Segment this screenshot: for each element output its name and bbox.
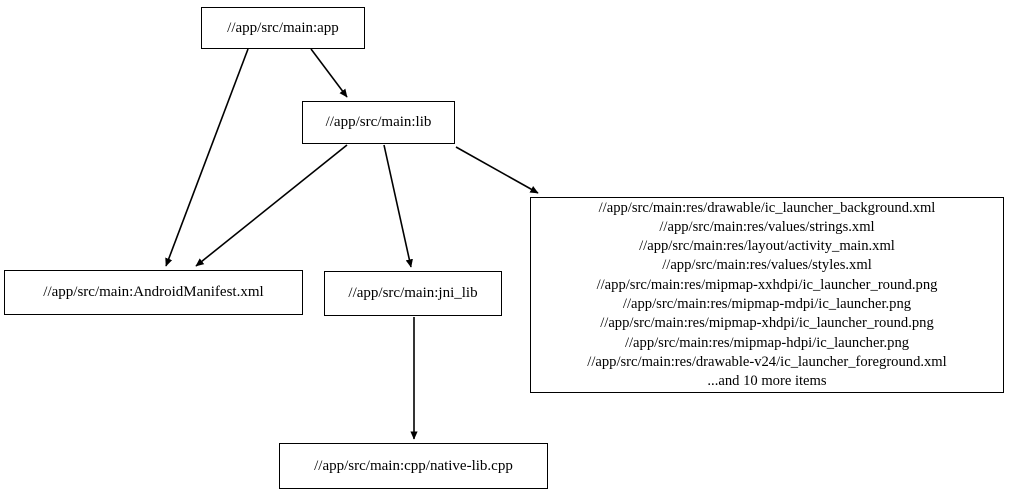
resource-line: //app/src/main:res/mipmap-hdpi/ic_launch… — [624, 334, 910, 351]
node-resources-group[interactable]: //app/src/main:res/drawable/ic_launcher_… — [530, 197, 1004, 393]
resource-line: //app/src/main:res/mipmap-xhdpi/ic_launc… — [600, 315, 934, 332]
resource-line: //app/src/main:res/drawable/ic_launcher_… — [598, 199, 936, 216]
resource-line: //app/src/main:res/mipmap-xxhdpi/ic_laun… — [596, 276, 938, 293]
node-app-label: //app/src/main:app — [227, 19, 339, 36]
node-jni-lib[interactable]: //app/src/main:jni_lib — [324, 271, 502, 316]
node-lib[interactable]: //app/src/main:lib — [302, 101, 455, 144]
edge-lib-to-jni — [383, 144, 413, 268]
node-android-manifest[interactable]: //app/src/main:AndroidManifest.xml — [4, 270, 303, 315]
resource-line: //app/src/main:res/values/styles.xml — [662, 257, 872, 274]
node-native-lib-cpp[interactable]: //app/src/main:cpp/native-lib.cpp — [279, 443, 548, 489]
resource-line: //app/src/main:res/values/strings.xml — [659, 218, 875, 235]
edge-lib-to-manifest — [195, 144, 348, 267]
node-lib-label: //app/src/main:lib — [325, 114, 432, 130]
resource-line: //app/src/main:res/layout/activity_main.… — [639, 238, 895, 255]
edge-lib-to-res — [455, 146, 539, 194]
edge-app-to-lib — [310, 48, 348, 98]
node-android-manifest-label: //app/src/main:AndroidManifest.xml — [43, 284, 264, 300]
node-app[interactable]: //app/src/main:app — [201, 7, 365, 49]
edge-app-to-manifest — [165, 48, 249, 267]
resource-overflow-label: ...and 10 more items — [707, 373, 827, 390]
node-native-lib-cpp-label: //app/src/main:cpp/native-lib.cpp — [314, 457, 513, 474]
node-jni-lib-label: //app/src/main:jni_lib — [348, 285, 478, 301]
resource-line: //app/src/main:res/mipmap-mdpi/ic_launch… — [622, 296, 912, 312]
resource-line: //app/src/main:res/drawable-v24/ic_launc… — [587, 353, 947, 370]
